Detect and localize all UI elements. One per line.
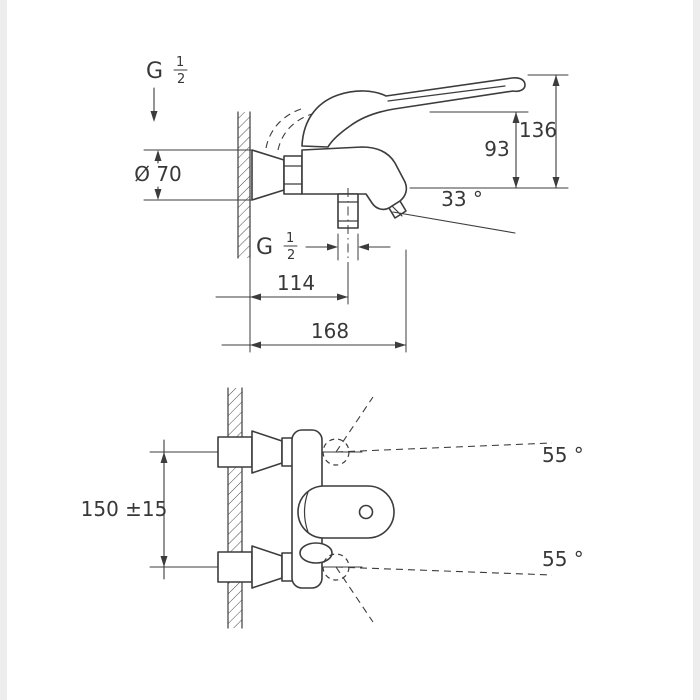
wall-section-front-view <box>227 387 243 629</box>
thread-bottom-denominator: 2 <box>287 248 295 263</box>
thread-bottom-prefix: G <box>256 235 273 260</box>
supply-fitting-top <box>217 436 253 468</box>
left-edge-strip <box>0 0 7 700</box>
escutcheon-front-bottom <box>251 545 283 589</box>
faucet-body-front-view <box>217 429 395 589</box>
dim-label-dia70: Ø 70 <box>134 162 182 186</box>
aerator-side <box>388 200 407 219</box>
mounting-nut-side <box>283 155 303 195</box>
faucet-body-side-view <box>251 77 526 268</box>
hidden-joint-arc-2 <box>277 113 313 151</box>
front-view-drawing: 55 ° 55 ° 150 ±15 <box>81 387 584 629</box>
thread-top-prefix: G <box>146 59 163 84</box>
side-view-drawing: G 1 2 Ø 70 <box>134 55 569 353</box>
thread-top-numerator: 1 <box>176 55 184 70</box>
dim-label-55-bottom: 55 ° <box>542 547 584 571</box>
dimension-114: 114 <box>215 257 349 353</box>
right-edge-strip <box>693 0 700 700</box>
dim-label-168: 168 <box>311 319 349 343</box>
dimension-escutcheon-diameter: Ø 70 <box>134 149 253 201</box>
dimension-spout-angle: 33 ° <box>392 187 516 234</box>
escutcheon-side <box>251 149 285 201</box>
wall-section-side-view <box>237 111 251 259</box>
dimension-168: 168 <box>221 249 407 353</box>
lever-screw-hole <box>358 504 374 520</box>
dim-label-114: 114 <box>277 271 315 295</box>
lever-handle-front <box>297 485 395 539</box>
dimension-150: 150 ±15 <box>81 439 168 580</box>
dim-label-55-top: 55 ° <box>542 443 584 467</box>
swivel-range-top: 55 ° <box>322 396 584 467</box>
dim-label-33: 33 ° <box>441 187 483 211</box>
thread-label-top: G 1 2 <box>146 55 188 122</box>
thread-bottom-numerator: 1 <box>286 231 294 246</box>
dim-label-93: 93 <box>484 137 509 161</box>
thread-label-bottom: G 1 2 <box>256 231 391 263</box>
thread-top-denominator: 2 <box>177 72 185 87</box>
dim-label-136: 136 <box>519 118 557 142</box>
hidden-joint-arc-1 <box>265 107 305 149</box>
swivel-range-bottom: 55 ° <box>322 547 584 623</box>
supply-fitting-bottom <box>217 551 253 583</box>
dimension-heights: 93 136 <box>409 74 569 189</box>
mixer-body-spout <box>301 146 408 211</box>
escutcheon-front-top <box>251 430 283 474</box>
lever-handle-side <box>301 77 526 148</box>
dim-label-150: 150 ±15 <box>81 497 168 521</box>
spout-front-hint <box>299 542 333 564</box>
